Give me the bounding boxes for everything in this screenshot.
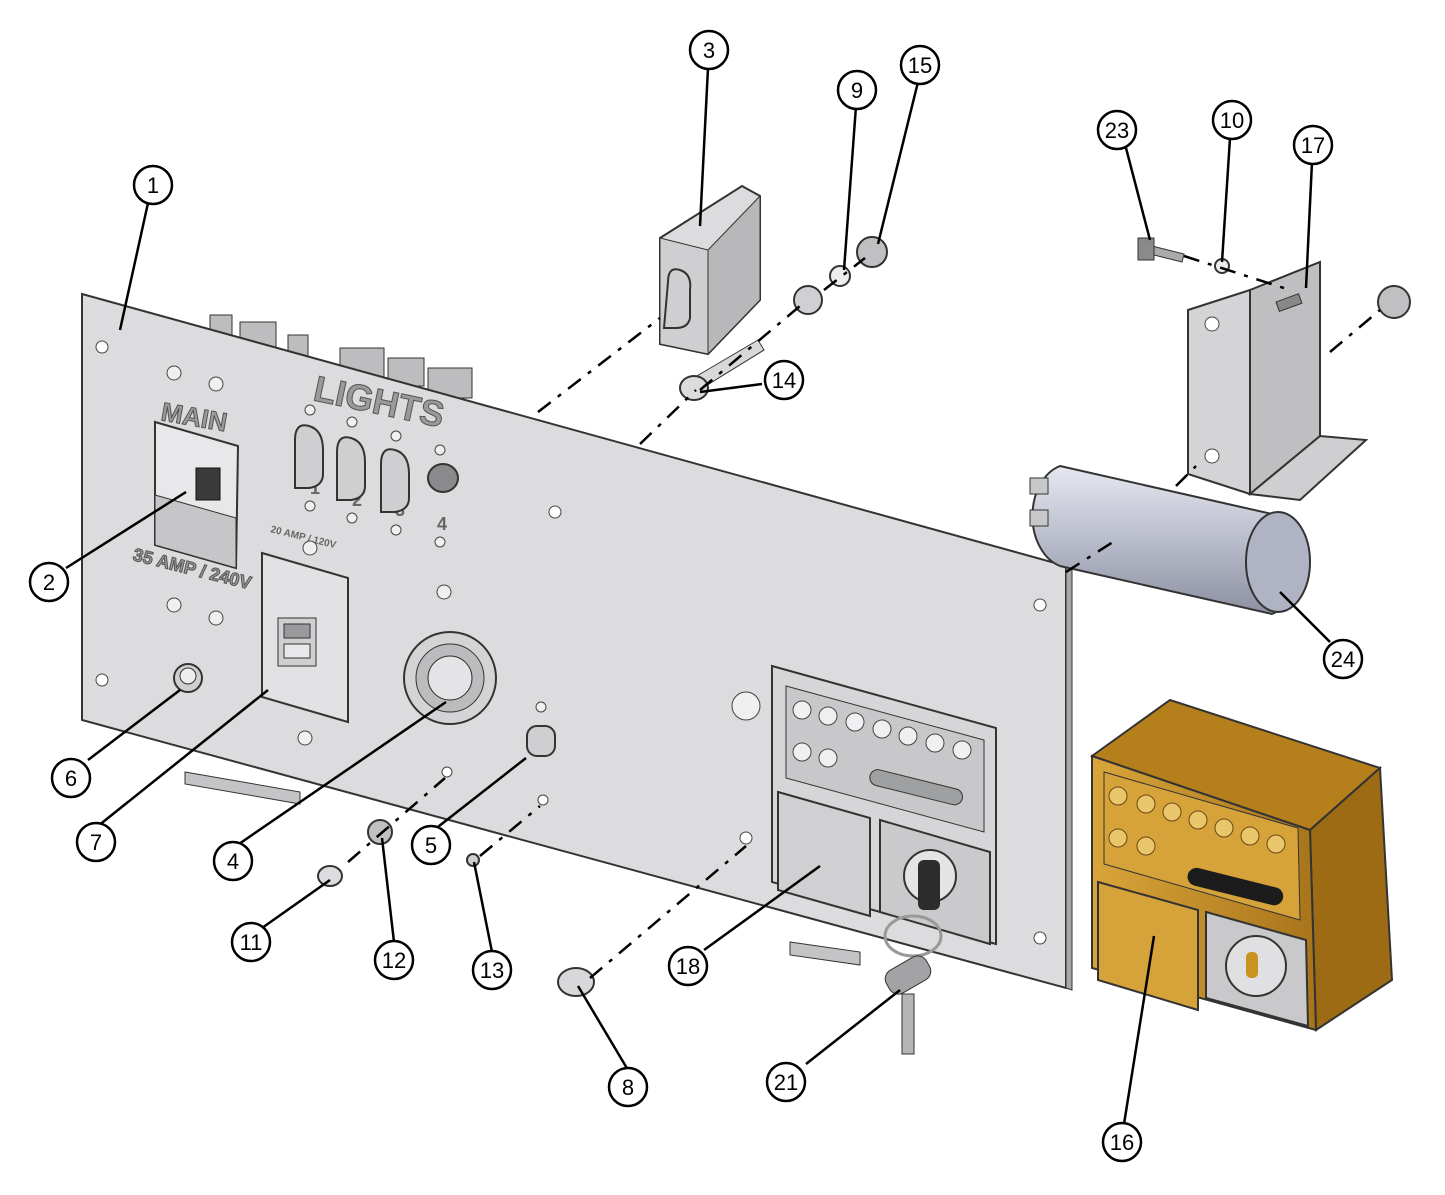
callout-number: 5 [425, 833, 437, 858]
callout-number: 17 [1301, 133, 1325, 158]
switch-1-label: 1 [310, 478, 320, 498]
capacitor [1029, 464, 1311, 616]
callout-circle [50, 757, 92, 799]
callout-9: 9 [836, 69, 878, 111]
callout-3: 3 [688, 29, 730, 71]
callout-circle [373, 939, 415, 981]
callout-number: 11 [240, 930, 263, 955]
callout-13: 13 [471, 949, 513, 991]
callout-number: 6 [65, 766, 77, 791]
callout-number: 15 [908, 53, 932, 78]
callout-12: 12 [373, 939, 415, 981]
key [883, 914, 943, 1055]
callout-circle [1322, 638, 1364, 680]
callout-circle [1096, 109, 1138, 151]
callout-circle [836, 69, 878, 111]
callout-number: 7 [90, 830, 102, 855]
callout-2: 2 [28, 561, 70, 603]
callout-circle [471, 949, 513, 991]
module-cover [1089, 698, 1394, 1032]
callout-circle [765, 1061, 807, 1103]
callout-circle [1292, 124, 1334, 166]
callout-5: 5 [410, 824, 452, 866]
callout-16: 16 [1101, 1121, 1143, 1163]
mounting-bracket [1187, 260, 1369, 502]
callout-number: 3 [703, 38, 715, 63]
callout-7: 7 [75, 821, 117, 863]
callout-1: 1 [132, 164, 174, 206]
callout-number: 8 [622, 1075, 634, 1100]
bolts [317, 237, 1185, 997]
main-breaker [154, 420, 240, 570]
callout-circle [607, 1066, 649, 1108]
callout-number: 9 [851, 78, 863, 103]
assembly-lines [347, 254, 1381, 979]
control-module [771, 664, 997, 946]
callout-circle [75, 821, 117, 863]
callout-circle [688, 29, 730, 71]
callout-21: 21 [765, 1061, 807, 1103]
callout-23: 23 [1096, 109, 1138, 151]
callout-15: 15 [899, 44, 941, 86]
callout-number: 18 [676, 954, 700, 979]
callout-number: 1 [147, 173, 159, 198]
callout-14: 14 [763, 359, 805, 401]
small-toggle [526, 725, 556, 757]
callout-number: 2 [43, 570, 55, 595]
callout-10: 10 [1211, 99, 1253, 141]
callout-number: 10 [1220, 108, 1244, 133]
callout-24: 24 [1322, 638, 1364, 680]
callout-circle [132, 164, 174, 206]
callout-8: 8 [607, 1066, 649, 1108]
callout-number: 4 [227, 849, 239, 874]
callout-number: 16 [1110, 1130, 1134, 1155]
callout-circle [1101, 1121, 1143, 1163]
push-button [173, 663, 203, 693]
callout-circle [899, 44, 941, 86]
callout-number: 24 [1331, 647, 1355, 672]
callout-4: 4 [212, 840, 254, 882]
callout-circle [667, 945, 709, 987]
round-inlet [403, 631, 497, 725]
leader-lines [65, 67, 1331, 1125]
callout-circle [212, 840, 254, 882]
callout-18: 18 [667, 945, 709, 987]
circuit-breaker [659, 184, 761, 356]
callout-11: 11 [230, 921, 272, 963]
panel-screws [166, 365, 761, 746]
callout-circle [763, 359, 805, 401]
callout-number: 23 [1105, 118, 1129, 143]
switch-2-label: 2 [352, 490, 362, 510]
callout-circle [410, 824, 452, 866]
callout-number: 21 [774, 1070, 798, 1095]
gfci-outlet [261, 551, 349, 724]
callout-number: 13 [480, 958, 504, 983]
callout-17: 17 [1292, 124, 1334, 166]
callout-circle [230, 921, 272, 963]
switch-4-label: 4 [437, 514, 447, 534]
light-switches [294, 424, 459, 513]
callout-6: 6 [50, 757, 92, 799]
callout-number: 12 [382, 948, 406, 973]
screw-14 [679, 339, 765, 401]
callout-number: 14 [772, 368, 796, 393]
callout-circle [28, 561, 70, 603]
callout-circle [1211, 99, 1253, 141]
